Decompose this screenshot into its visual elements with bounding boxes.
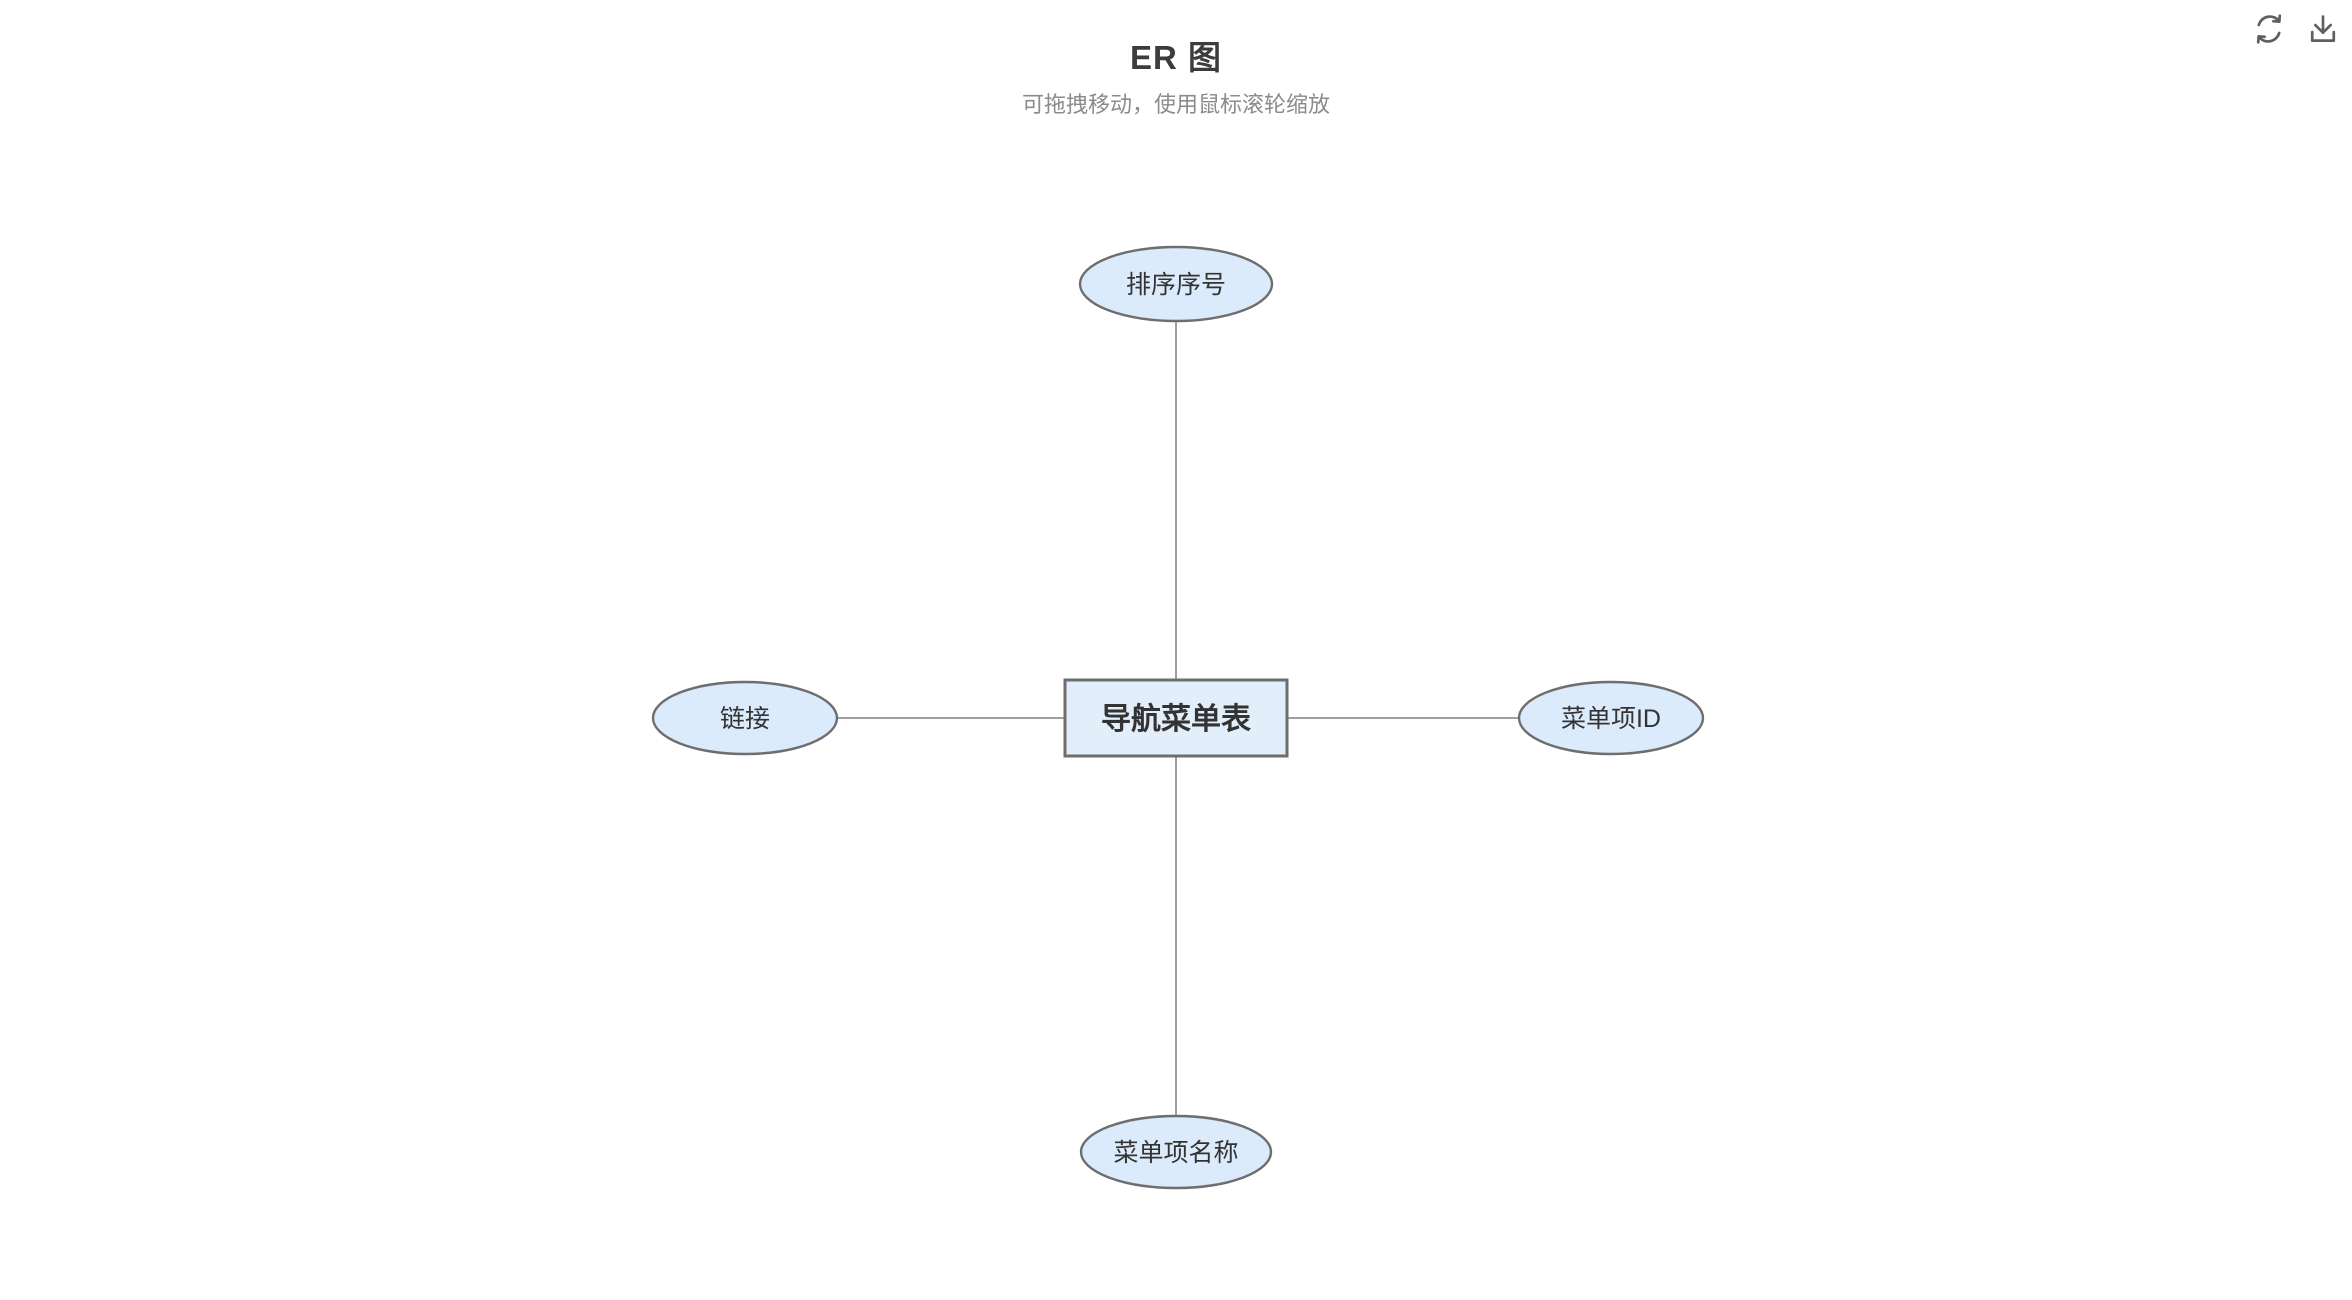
toolbar	[2248, 8, 2344, 50]
entity-node[interactable]: 导航菜单表	[1063, 678, 1289, 758]
attribute-ellipse	[1079, 1114, 1273, 1190]
download-icon	[2306, 12, 2340, 46]
attribute-ellipse	[1517, 680, 1705, 756]
attribute-node-top[interactable]: 排序序号	[1078, 245, 1274, 323]
attribute-label: 排序序号	[1126, 271, 1226, 299]
attribute-label: 菜单项ID	[1561, 705, 1661, 733]
attribute-node-left[interactable]: 链接	[651, 680, 839, 756]
attribute-ellipse	[651, 680, 839, 756]
entity-label: 导航菜单表	[1101, 702, 1251, 736]
refresh-button[interactable]	[2248, 8, 2290, 50]
attribute-label: 菜单项名称	[1113, 1139, 1238, 1167]
attribute-node-bottom[interactable]: 菜单项名称	[1079, 1114, 1273, 1190]
attribute-ellipse	[1078, 245, 1274, 323]
attribute-label: 链接	[720, 705, 770, 733]
attribute-node-right[interactable]: 菜单项ID	[1517, 680, 1705, 756]
entity-rect	[1063, 678, 1289, 758]
download-button[interactable]	[2302, 8, 2344, 50]
refresh-icon	[2252, 12, 2286, 46]
